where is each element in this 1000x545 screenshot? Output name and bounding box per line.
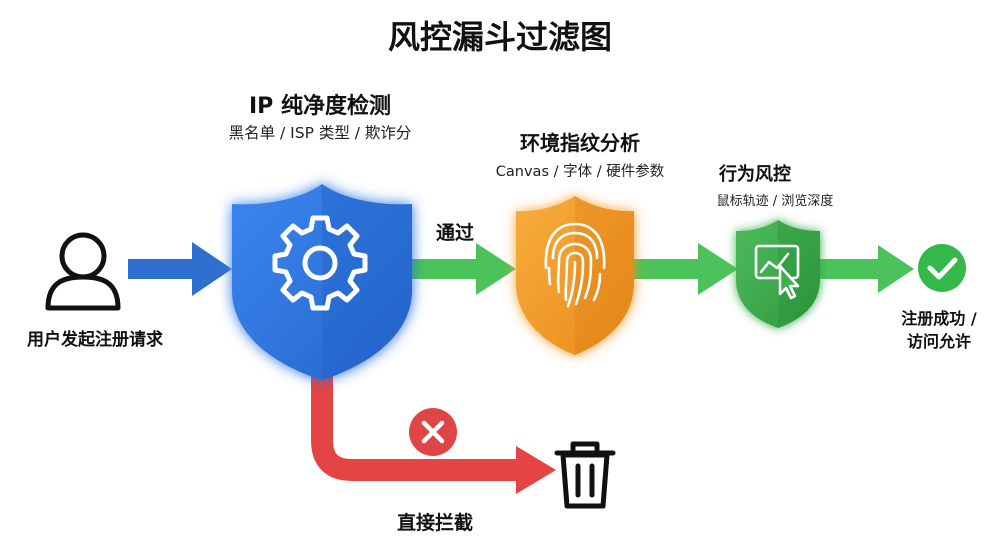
user-label: 用户发起注册请求 bbox=[27, 330, 163, 350]
success-check-icon bbox=[918, 244, 966, 292]
pass-arrow-1 bbox=[408, 243, 516, 295]
behavior-stage-subtitle: 鼠标轨迹 / 浏览深度 bbox=[716, 194, 834, 209]
success-label-line2: 访问允许 bbox=[906, 332, 971, 351]
ip-shield bbox=[232, 184, 412, 380]
behavior-shield bbox=[736, 220, 820, 328]
cursor-chart-icon bbox=[754, 244, 800, 300]
pass-arrow-2 bbox=[634, 243, 738, 295]
block-label: 直接拦截 bbox=[396, 512, 473, 534]
success-label-line1: 注册成功 / bbox=[901, 309, 977, 328]
gear-icon bbox=[272, 215, 368, 311]
fingerprint-stage-subtitle: Canvas / 字体 / 硬件参数 bbox=[495, 164, 665, 180]
fingerprint-stage-title: 环境指纹分析 bbox=[520, 131, 640, 155]
behavior-stage-title: 行为风控 bbox=[719, 164, 791, 185]
pass-label: 通过 bbox=[435, 222, 474, 244]
trash-icon bbox=[554, 441, 616, 509]
block-arrow bbox=[311, 372, 556, 494]
entry-arrow bbox=[128, 242, 232, 296]
pass-arrow-3 bbox=[820, 245, 914, 293]
ip-stage-title: IP 纯净度检测 bbox=[249, 94, 391, 119]
ip-stage-subtitle: 黑名单 / ISP 类型 / 欺诈分 bbox=[228, 124, 412, 142]
diagram-title: 风控漏斗过滤图 bbox=[387, 18, 612, 56]
success-label: 注册成功 / 访问允许 bbox=[880, 307, 998, 353]
user-icon bbox=[45, 232, 121, 311]
reject-x-icon bbox=[409, 408, 457, 456]
fingerprint-icon bbox=[544, 222, 606, 308]
